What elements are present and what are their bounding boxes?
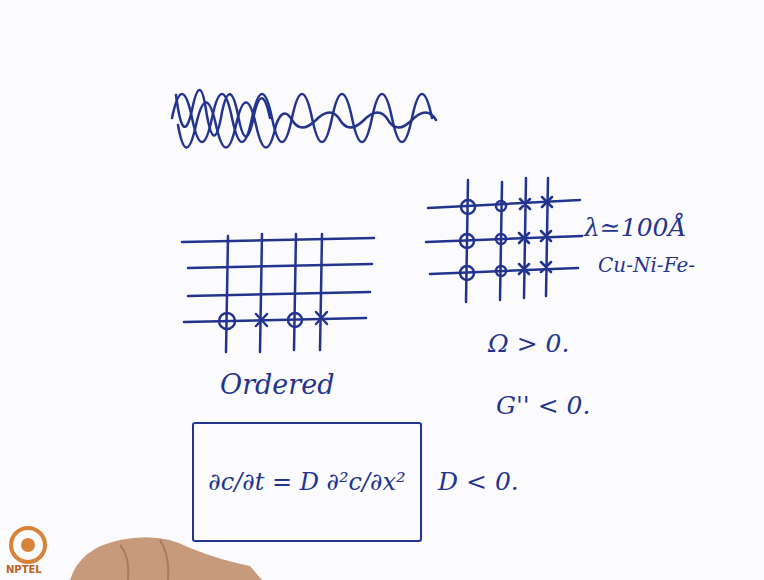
- diffusivity-condition: D < 0.: [438, 468, 519, 496]
- atom-circle: [496, 201, 506, 211]
- nptel-logo: [11, 528, 45, 562]
- alloy-note: Cu-Ni-Fe-: [598, 254, 695, 276]
- atom-circle: [219, 313, 235, 329]
- atom-cross: [519, 197, 552, 274]
- wave-line: [178, 103, 436, 148]
- omega-condition: Ω > 0.: [488, 330, 569, 358]
- grid-line: [426, 200, 582, 274]
- logo-text: NPTEL: [6, 564, 42, 575]
- wavelength-note: λ≃100Å: [584, 214, 687, 242]
- grid-line: [182, 238, 374, 322]
- wave-line: [176, 90, 270, 137]
- atom-circle: [460, 234, 474, 248]
- wave-line: [172, 94, 432, 142]
- atom-circle: [288, 313, 302, 327]
- atom-circle: [460, 266, 474, 280]
- atom-circle: [461, 200, 475, 214]
- presenter-hand: [70, 537, 262, 580]
- atom-circle: [496, 234, 506, 244]
- equation-text: ∂c/∂t = D ∂²c/∂x²: [208, 468, 405, 496]
- curvature-condition: G'' < 0.: [496, 392, 590, 420]
- ordered-label: Ordered: [220, 370, 334, 400]
- equation-box: ∂c/∂t = D ∂²c/∂x²: [192, 422, 422, 542]
- atom-circle: [496, 266, 506, 276]
- atom-cross: [256, 312, 327, 326]
